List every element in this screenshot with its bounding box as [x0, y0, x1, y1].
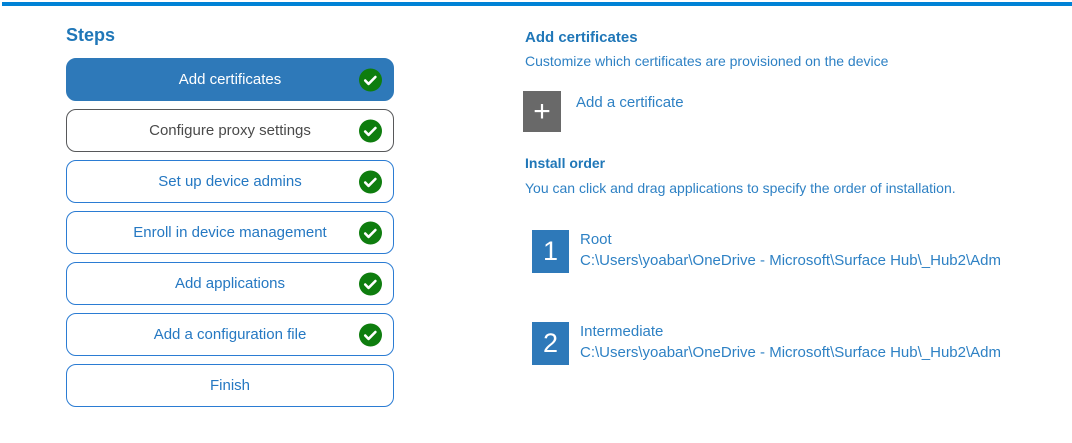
- cert-item-text: Intermediate C:\Users\yoabar\OneDrive - …: [580, 322, 1001, 361]
- step-label: Finish: [209, 377, 250, 394]
- add-certificate-button[interactable]: + Add a certificate: [523, 91, 684, 132]
- check-circle-icon: [359, 221, 382, 244]
- section-title: Add certificates: [525, 29, 638, 46]
- step-configure-proxy-settings[interactable]: Configure proxy settings: [66, 109, 394, 152]
- plus-icon: +: [523, 91, 561, 132]
- cert-path: C:\Users\yoabar\OneDrive - Microsoft\Sur…: [580, 252, 1001, 269]
- step-label: Add certificates: [178, 71, 282, 88]
- steps-list: Add certificates Configure proxy setting…: [66, 58, 394, 407]
- step-add-certificates[interactable]: Add certificates: [66, 58, 394, 101]
- install-order-subtitle: You can click and drag applications to s…: [525, 180, 956, 196]
- step-label: Add a configuration file: [153, 326, 307, 343]
- check-circle-icon: [359, 68, 382, 91]
- check-circle-icon: [359, 170, 382, 193]
- order-number-badge: 2: [532, 322, 569, 365]
- add-certificate-label: Add a certificate: [576, 94, 684, 111]
- step-label: Configure proxy settings: [149, 122, 311, 139]
- install-order-item-root[interactable]: 1 Root C:\Users\yoabar\OneDrive - Micros…: [532, 230, 1001, 273]
- install-order-item-intermediate[interactable]: 2 Intermediate C:\Users\yoabar\OneDrive …: [532, 322, 1001, 365]
- step-add-applications[interactable]: Add applications: [66, 262, 394, 305]
- check-circle-icon: [359, 323, 382, 346]
- step-label: Enroll in device management: [133, 224, 327, 241]
- step-set-up-device-admins[interactable]: Set up device admins: [66, 160, 394, 203]
- cert-path: C:\Users\yoabar\OneDrive - Microsoft\Sur…: [580, 344, 1001, 361]
- install-order-title: Install order: [525, 155, 606, 171]
- section-subtitle: Customize which certificates are provisi…: [525, 53, 889, 69]
- check-circle-icon: [359, 272, 382, 295]
- steps-title: Steps: [66, 25, 116, 45]
- step-add-a-configuration-file[interactable]: Add a configuration file: [66, 313, 394, 356]
- step-label: Set up device admins: [158, 173, 302, 190]
- step-enroll-in-device-management[interactable]: Enroll in device management: [66, 211, 394, 254]
- cert-item-text: Root C:\Users\yoabar\OneDrive - Microsof…: [580, 230, 1001, 269]
- step-label: Add applications: [174, 275, 286, 292]
- check-circle-icon: [359, 119, 382, 142]
- top-accent-bar: [2, 2, 1072, 6]
- cert-name: Root: [580, 231, 612, 248]
- cert-name: Intermediate: [580, 323, 664, 340]
- order-number-badge: 1: [532, 230, 569, 273]
- step-finish[interactable]: Finish: [66, 364, 394, 407]
